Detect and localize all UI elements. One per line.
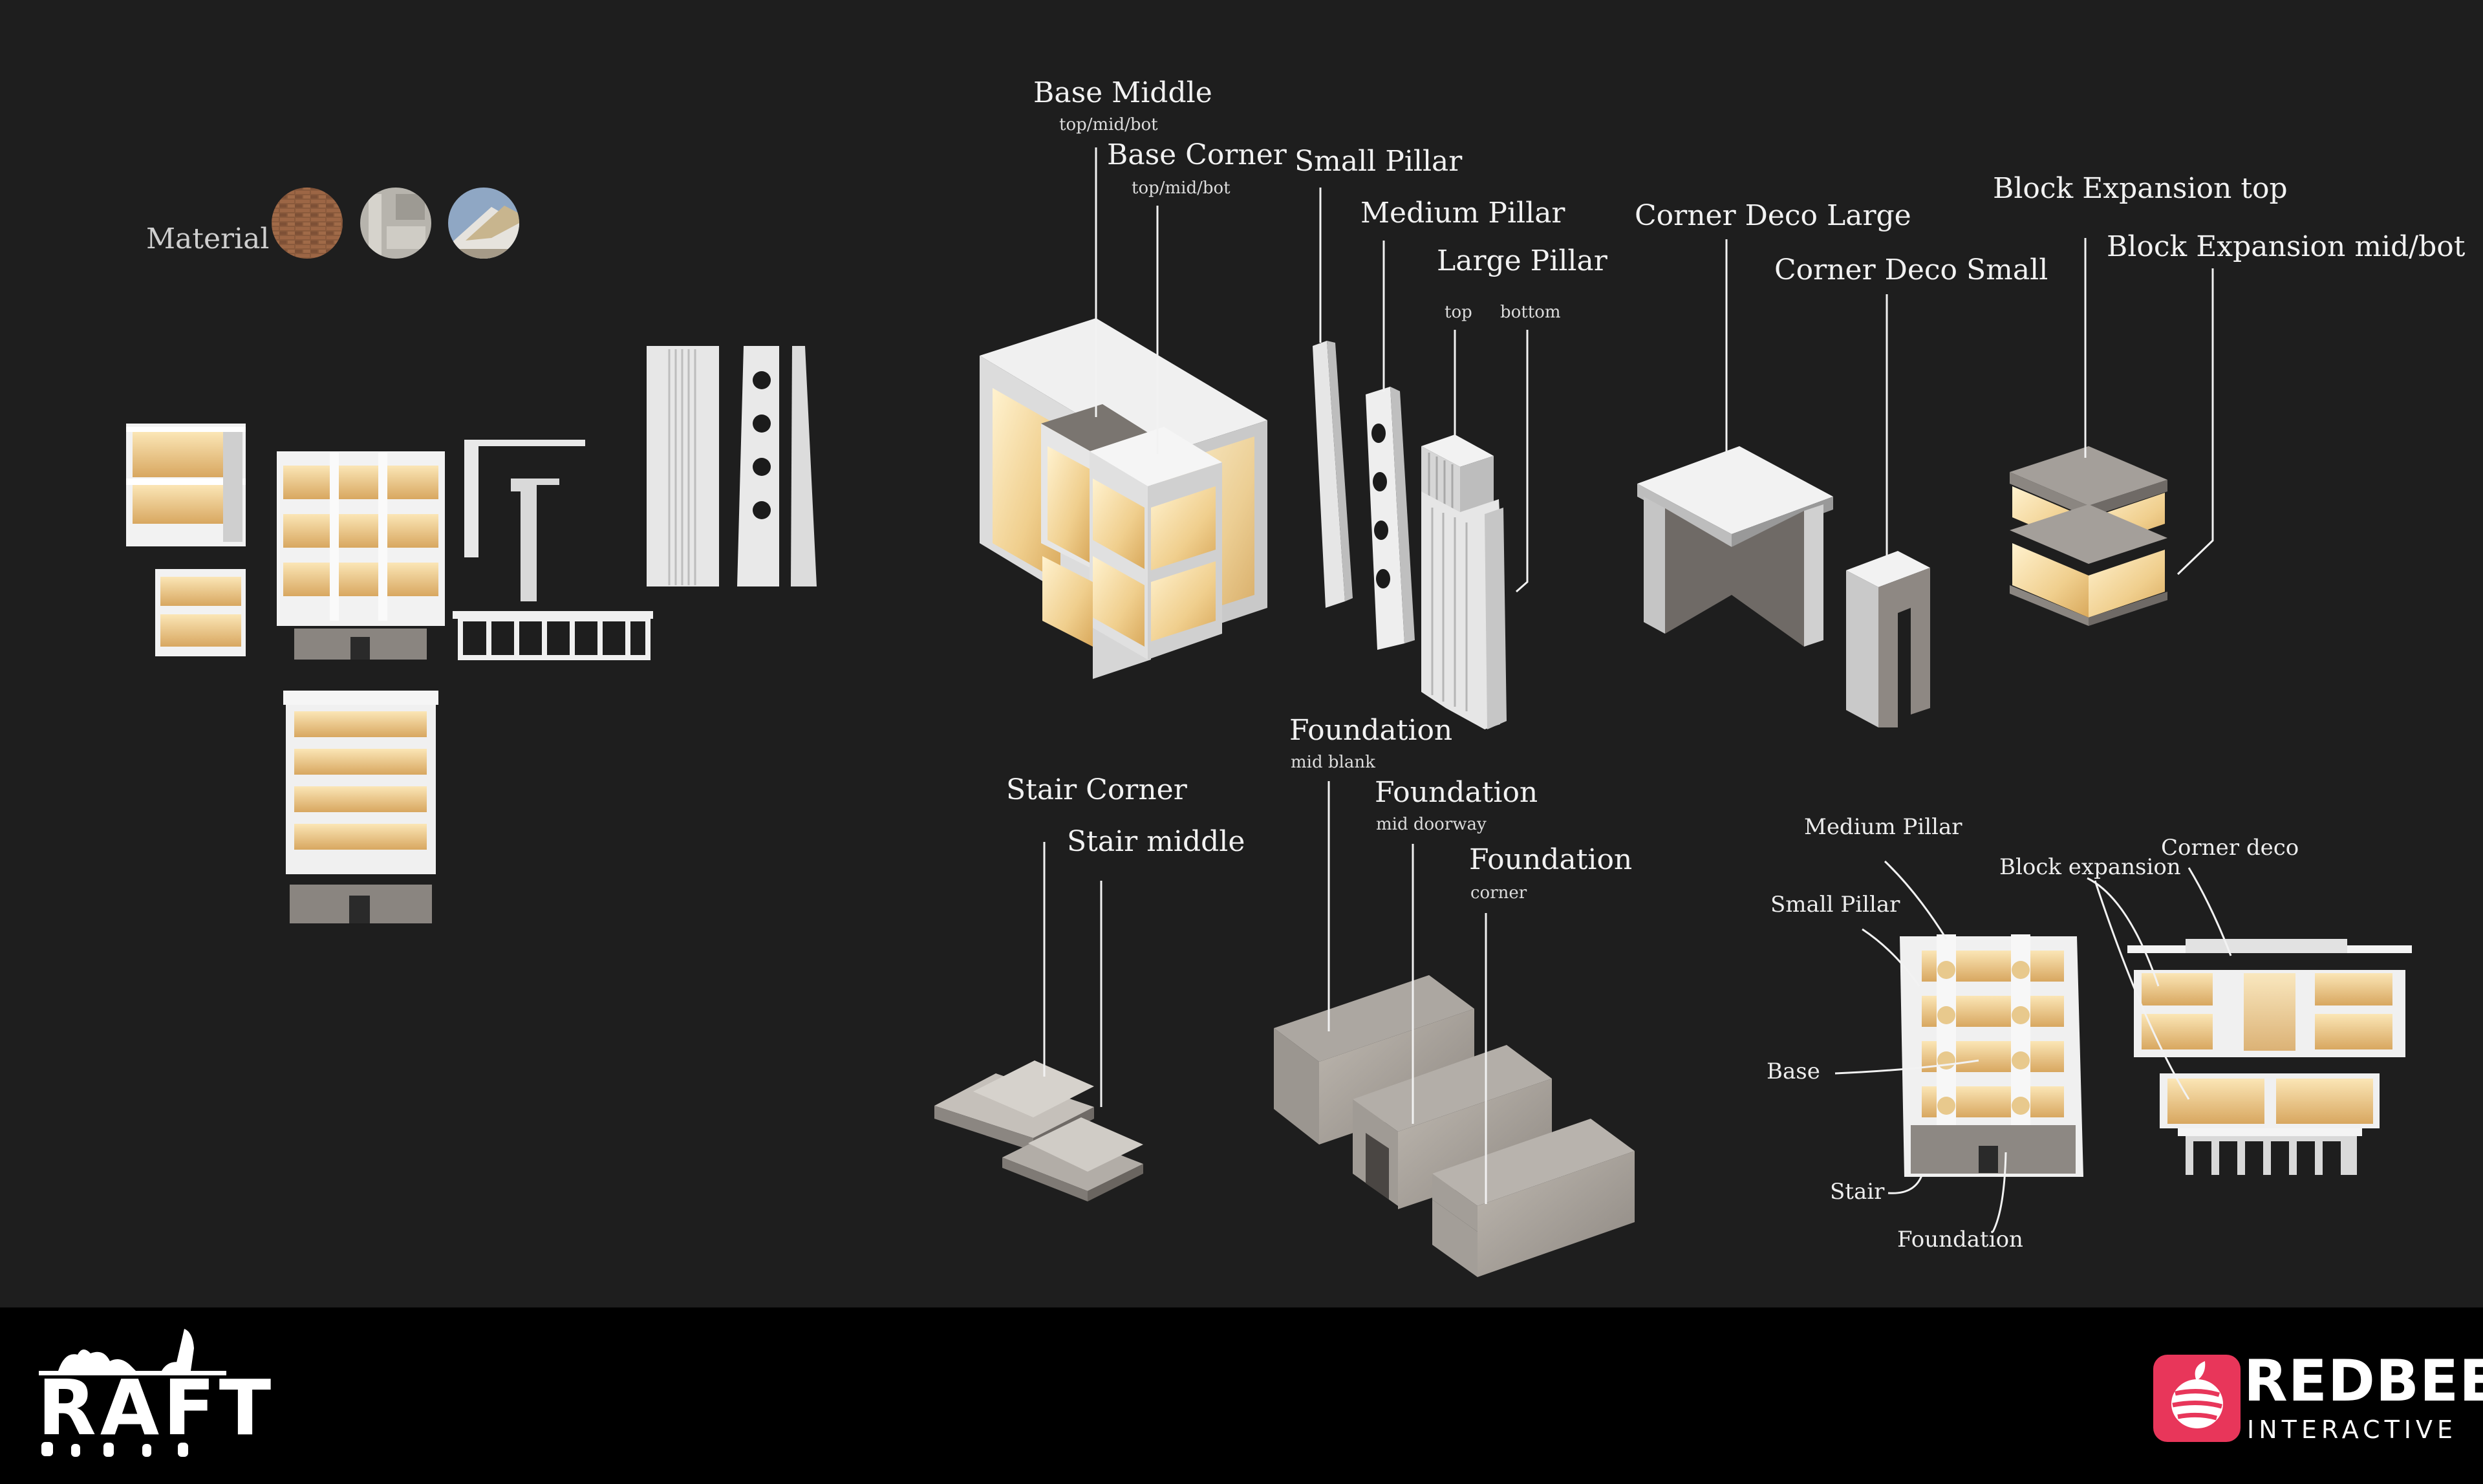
footer-bar <box>0 1307 2483 1484</box>
medium-pillar-label: Medium Pillar <box>1360 197 1565 230</box>
raft-wordmark: RAFT <box>38 1363 275 1452</box>
stair-middle-label: Stair middle <box>1067 825 1245 858</box>
small-pillar-label: Small Pillar <box>1295 145 1463 178</box>
block-expansion-top-label: Block Expansion top <box>1993 172 2288 205</box>
callout-block-expansion: Block expansion <box>1999 854 2181 880</box>
corner-deco-small-label: Corner Deco Small <box>1774 253 2048 286</box>
callout-medium-pillar: Medium Pillar <box>1804 814 1962 840</box>
foundations-iso <box>1274 975 1635 1277</box>
foundation-blank-label: Foundation <box>1289 714 1453 747</box>
raft-logo-icon <box>39 1329 226 1457</box>
base-corner-label: Base Corner <box>1107 138 1287 171</box>
redbeet-wordmark: REDBEET <box>2244 1348 2483 1414</box>
callout-corner-deco: Corner deco <box>2161 835 2299 861</box>
panel-swatch <box>448 188 519 259</box>
corner-deco-iso <box>1637 446 1930 727</box>
material-swatches <box>272 188 519 259</box>
foundation-doorway-sub: mid doorway <box>1376 815 1487 834</box>
base-middle-sub: top/mid/bot <box>1059 115 1158 134</box>
assembled-building-front <box>1900 934 2083 1177</box>
callout-stair: Stair <box>1830 1179 1885 1205</box>
foundation-doorway-label: Foundation <box>1375 776 1538 809</box>
foundation-corner-sub: corner <box>1470 883 1527 903</box>
pillars-iso <box>1313 341 1507 729</box>
base-middle-label: Base Middle <box>1033 76 1212 109</box>
stairs-iso <box>934 1060 1143 1201</box>
ortho-corner-views <box>126 424 246 656</box>
leader-lines <box>1043 147 2232 1232</box>
ortho-front-view <box>277 451 445 660</box>
large-pillar-top-sub: top <box>1445 303 1472 322</box>
brick-swatch <box>272 188 343 259</box>
assembled-building-corner <box>2127 939 2412 1175</box>
large-pillar-bottom-sub: bottom <box>1500 303 1561 322</box>
ortho-pillars <box>647 346 817 586</box>
block-expansion-iso <box>2010 446 2167 626</box>
callout-base: Base <box>1767 1059 1820 1084</box>
foundation-corner-label: Foundation <box>1469 843 1633 876</box>
large-pillar-label: Large Pillar <box>1437 244 1607 277</box>
stair-corner-label: Stair Corner <box>1006 773 1187 806</box>
ortho-tall-view <box>283 691 438 923</box>
redbeet-subtitle: INTERACTIVE <box>2247 1415 2458 1444</box>
foundation-blank-sub: mid blank <box>1291 753 1375 772</box>
corner-deco-large-label: Corner Deco Large <box>1635 199 1911 232</box>
callout-small-pillar: Small Pillar <box>1770 892 1900 918</box>
concrete-swatch <box>360 188 431 259</box>
material-label: Material <box>146 222 270 255</box>
redbeet-logo-icon <box>2153 1355 2241 1442</box>
base-corner-sub: top/mid/bot <box>1132 178 1231 198</box>
ortho-trim-pieces <box>453 440 653 660</box>
block-expansion-midbot-label: Block Expansion mid/bot <box>2107 230 2466 263</box>
callout-foundation: Foundation <box>1897 1227 2023 1253</box>
base-block-iso <box>980 318 1267 679</box>
